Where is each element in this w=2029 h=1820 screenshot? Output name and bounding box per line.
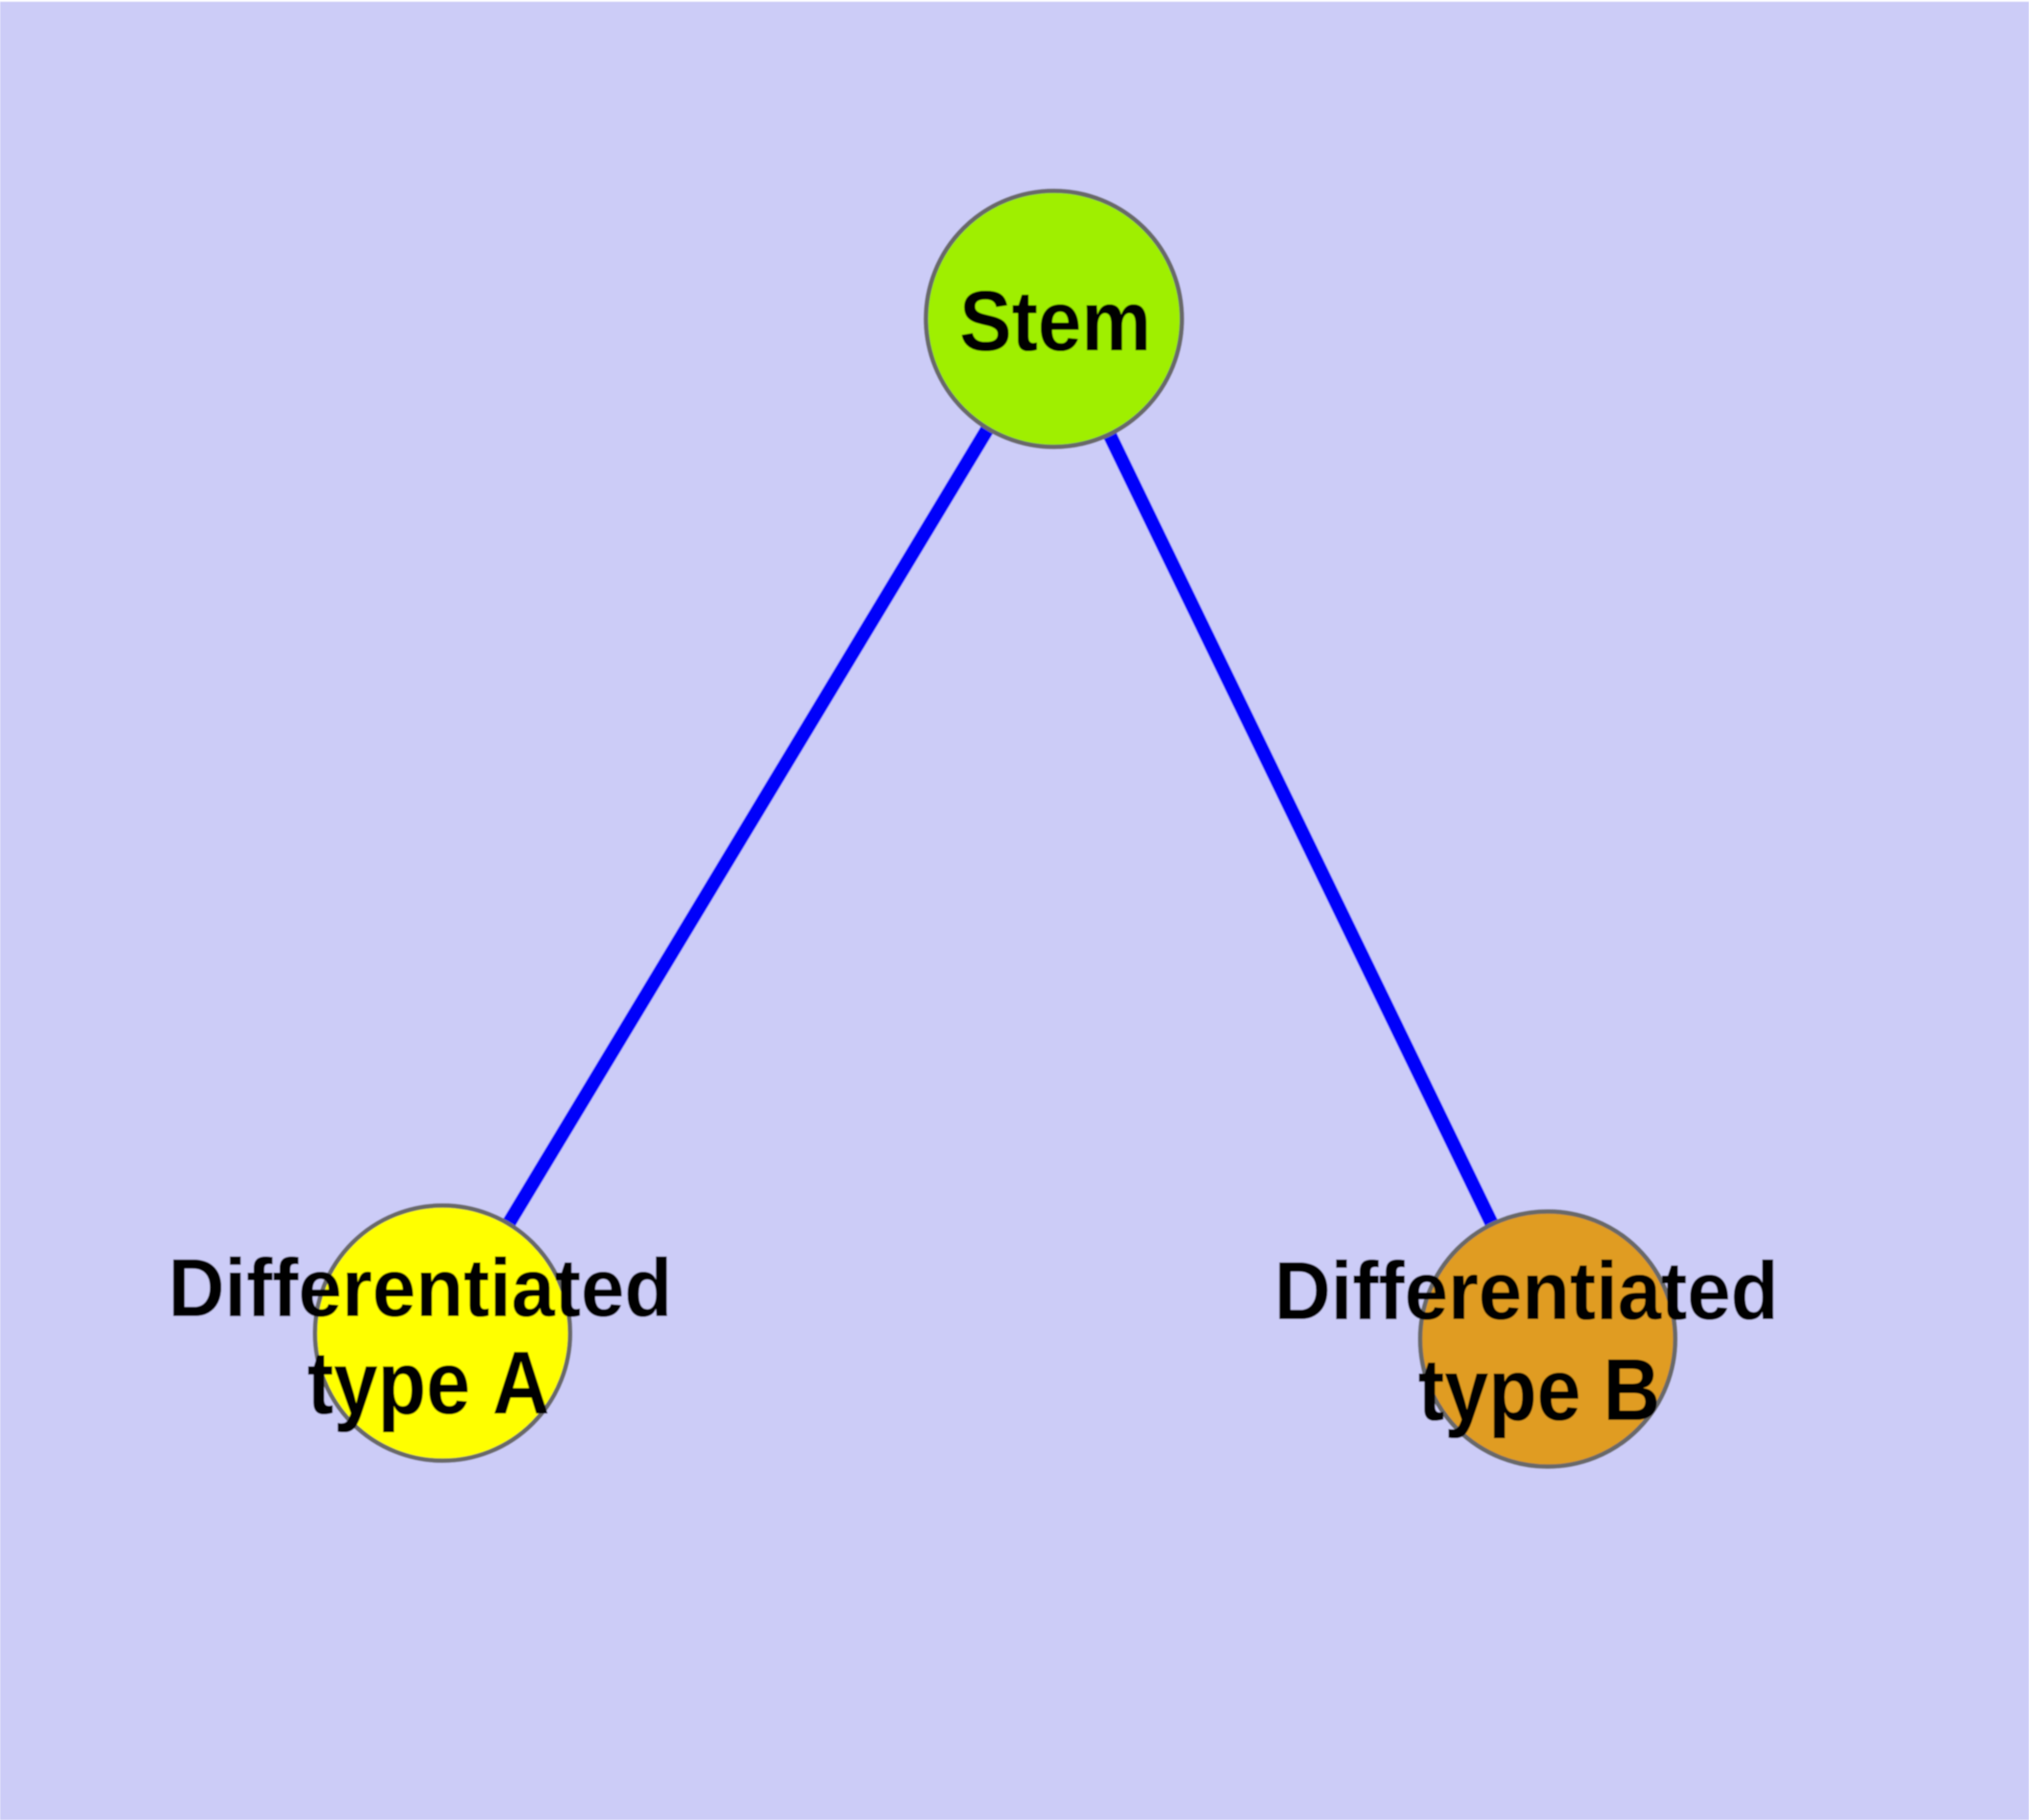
svg-text:type B: type B — [1418, 1340, 1660, 1439]
svg-text:type A: type A — [307, 1334, 550, 1434]
svg-text:Stem: Stem — [959, 274, 1151, 369]
svg-text:Differentiated: Differentiated — [1274, 1245, 1779, 1336]
svg-text:Differentiated: Differentiated — [168, 1243, 672, 1334]
